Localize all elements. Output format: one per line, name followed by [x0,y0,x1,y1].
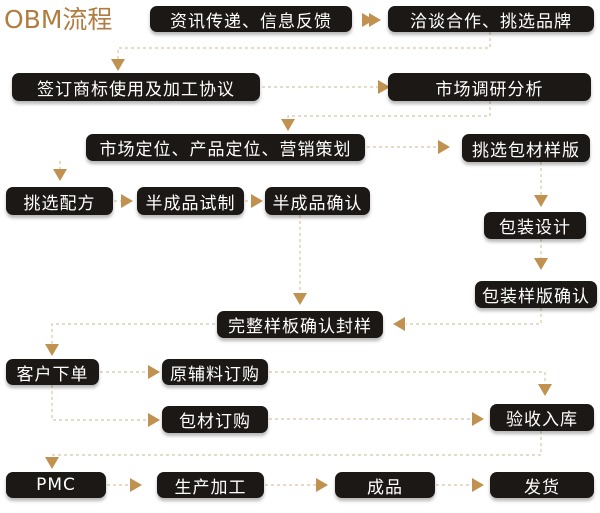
connector-line [51,431,542,458]
step-packaging-confirm: 包装样版确认 [475,281,597,308]
connector-line [117,32,491,63]
connector-line [269,371,546,386]
flow-arrow-icon [148,365,160,379]
connector-line [51,385,148,421]
step-seal-sample: 完整样板确认封样 [217,311,383,338]
flow-arrow-icon [316,478,328,492]
flow-arrow-icon [45,344,59,356]
step-positioning: 市场定位、产品定位、营销策划 [86,134,365,161]
page-title: OBM流程 [4,5,113,34]
flow-arrow-icon [251,194,263,208]
step-sign-contract: 签订商标使用及加工协议 [12,73,260,101]
flow-arrow-icon [472,412,484,426]
flow-arrow-icon [45,457,59,469]
flow-arrow-icon [369,13,381,27]
step-finished-product: 成品 [335,472,435,498]
connector-line [406,308,542,325]
flow-arrow-icon [534,195,548,207]
flow-arrow-icon [148,413,160,427]
step-production: 生产加工 [157,472,264,498]
flow-arrow-icon [281,119,295,131]
flow-arrow-icon [472,478,484,492]
step-market-research: 市场调研分析 [388,73,591,101]
step-shipping: 发货 [490,472,594,498]
flow-arrow-icon [438,140,450,154]
connector-line [287,101,491,122]
step-pick-formula: 挑选配方 [6,187,113,215]
flow-arrow-icon [362,13,374,27]
step-customer-order: 客户下单 [6,359,99,385]
flow-arrow-icon [378,80,390,94]
flow-arrow-icon [393,317,405,331]
step-semi-confirm: 半成品确认 [265,187,370,215]
step-packaging-design: 包装设计 [484,212,586,239]
step-pmc: PMC [6,472,106,498]
connector-line [51,323,215,346]
step-info-feedback: 资讯传递、信息反馈 [150,6,352,32]
flow-arrow-icon [534,258,548,270]
flow-arrow-icon [121,194,133,208]
step-pick-packaging-sample: 挑选包材样版 [462,134,590,162]
flow-arrow-icon [538,384,552,396]
flow-arrow-icon [293,293,307,305]
step-inspection-warehousing: 验收入库 [490,404,594,431]
flow-arrow-icon [111,59,125,71]
step-raw-material-purchase: 原辅料订购 [162,359,268,385]
step-negotiate-brand: 洽谈合作、挑选品牌 [388,6,594,32]
flow-arrow-icon [130,478,142,492]
flow-arrow-icon [53,169,67,181]
step-semi-trial: 半成品试制 [137,187,244,215]
step-packaging-purchase: 包材订购 [162,406,268,433]
